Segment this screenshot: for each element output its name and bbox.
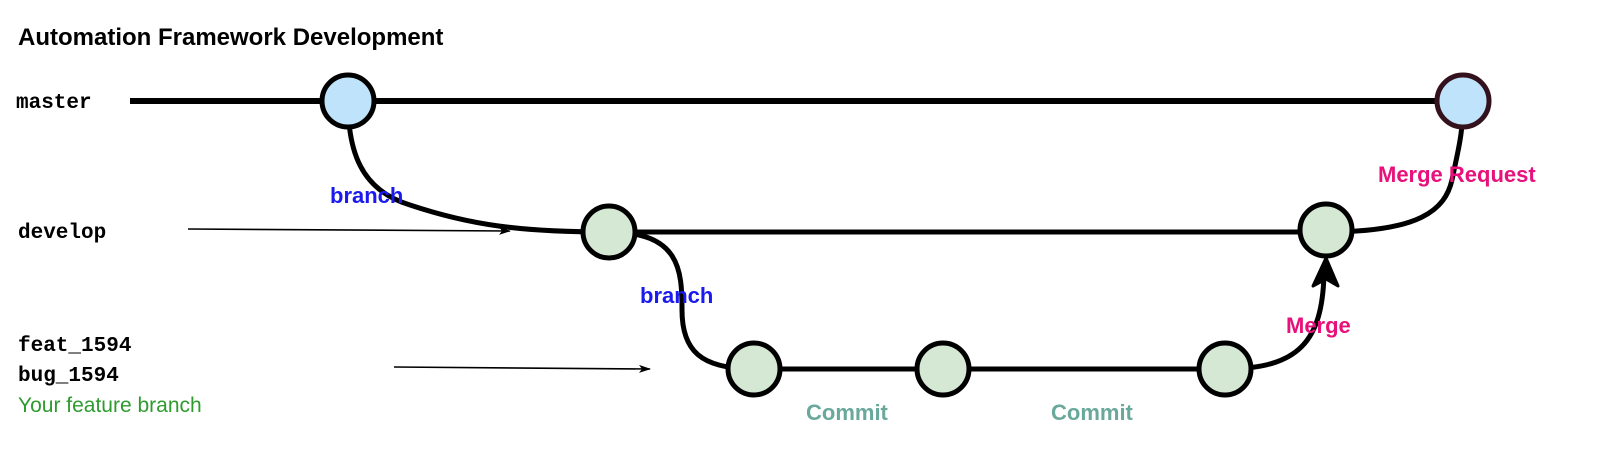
merge-arrowhead <box>1311 256 1340 288</box>
commit-label-1: Commit <box>806 400 889 425</box>
master-commit-node-start <box>319 72 377 130</box>
commit-label-2: Commit <box>1051 400 1134 425</box>
feature-pointer-arrow <box>393 364 651 373</box>
merge-request-label: Merge Request <box>1378 162 1536 187</box>
branch-label-2: branch <box>640 283 713 308</box>
develop-pointer-arrow <box>187 226 511 235</box>
feature-commit-node-2 <box>914 340 972 398</box>
branch-curve-master-develop <box>345 100 610 235</box>
master-commit-node-end <box>1434 72 1492 130</box>
branch-label-master: master <box>16 92 92 115</box>
branch-label-bug: bug_1594 <box>18 365 119 388</box>
branch-label-develop: develop <box>18 222 106 245</box>
feature-branch-note: Your feature branch <box>18 394 202 417</box>
merge-label: Merge <box>1286 313 1351 338</box>
diagram-title: Automation Framework Development <box>18 24 443 51</box>
branch-curve-develop-feature <box>608 229 755 372</box>
develop-commit-node-start <box>580 203 638 261</box>
branch-label-feat: feat_1594 <box>18 335 131 358</box>
branch-label-1: branch <box>330 183 403 208</box>
merge-request-curve <box>1325 100 1466 235</box>
feature-commit-node-1 <box>725 340 783 398</box>
develop-commit-node-merge <box>1297 201 1355 259</box>
feature-commit-node-3 <box>1196 340 1254 398</box>
